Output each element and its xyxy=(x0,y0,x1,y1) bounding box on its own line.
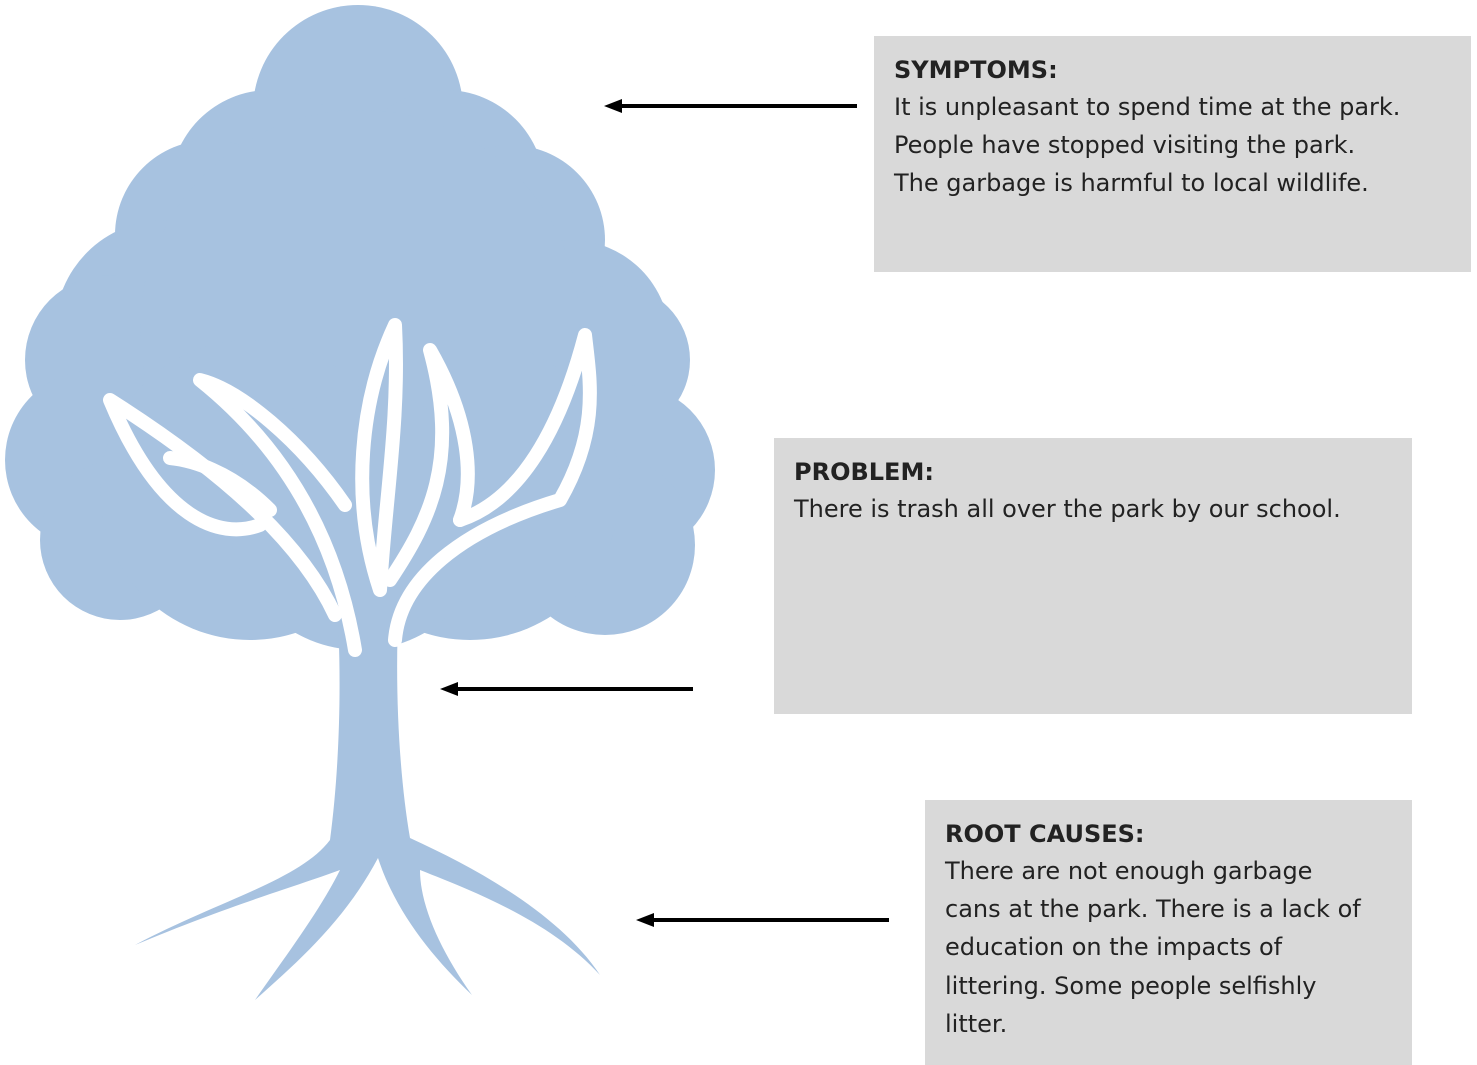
tree-illustration xyxy=(5,5,715,1000)
root-causes-line: education on the impacts of xyxy=(945,933,1283,962)
tree-trunk xyxy=(135,620,600,1000)
symptoms-heading: SYMPTOMS: xyxy=(894,56,1058,84)
arrow-root-causes xyxy=(636,913,889,927)
symptoms-line: People have stopped visiting the park. xyxy=(894,130,1356,159)
root-causes-line: cans at the park. There is a lack of xyxy=(945,894,1361,923)
root-causes-heading: ROOT CAUSES: xyxy=(945,820,1145,848)
arrow-problem xyxy=(440,682,693,696)
problem-text: There is trash all over the park by our … xyxy=(794,490,1392,528)
problem-box: PROBLEM: There is trash all over the par… xyxy=(774,438,1412,714)
root-causes-text: There are not enough garbage cans at the… xyxy=(945,852,1392,1044)
symptoms-text: It is unpleasant to spend time at the pa… xyxy=(894,88,1451,203)
symptoms-line: The garbage is harmful to local wildlife… xyxy=(894,169,1369,198)
root-causes-line: There are not enough garbage xyxy=(945,856,1313,885)
symptoms-line: It is unpleasant to spend time at the pa… xyxy=(894,92,1401,121)
problem-heading: PROBLEM: xyxy=(794,458,934,486)
symptoms-box: SYMPTOMS: It is unpleasant to spend time… xyxy=(874,36,1471,272)
arrow-symptoms xyxy=(604,99,857,113)
problem-line: There is trash all over the park by our … xyxy=(794,494,1341,523)
root-causes-box: ROOT CAUSES: There are not enough garbag… xyxy=(925,800,1412,1065)
root-causes-line: littering. Some people selfishly xyxy=(945,971,1317,1000)
root-causes-line: litter. xyxy=(945,1010,1008,1039)
